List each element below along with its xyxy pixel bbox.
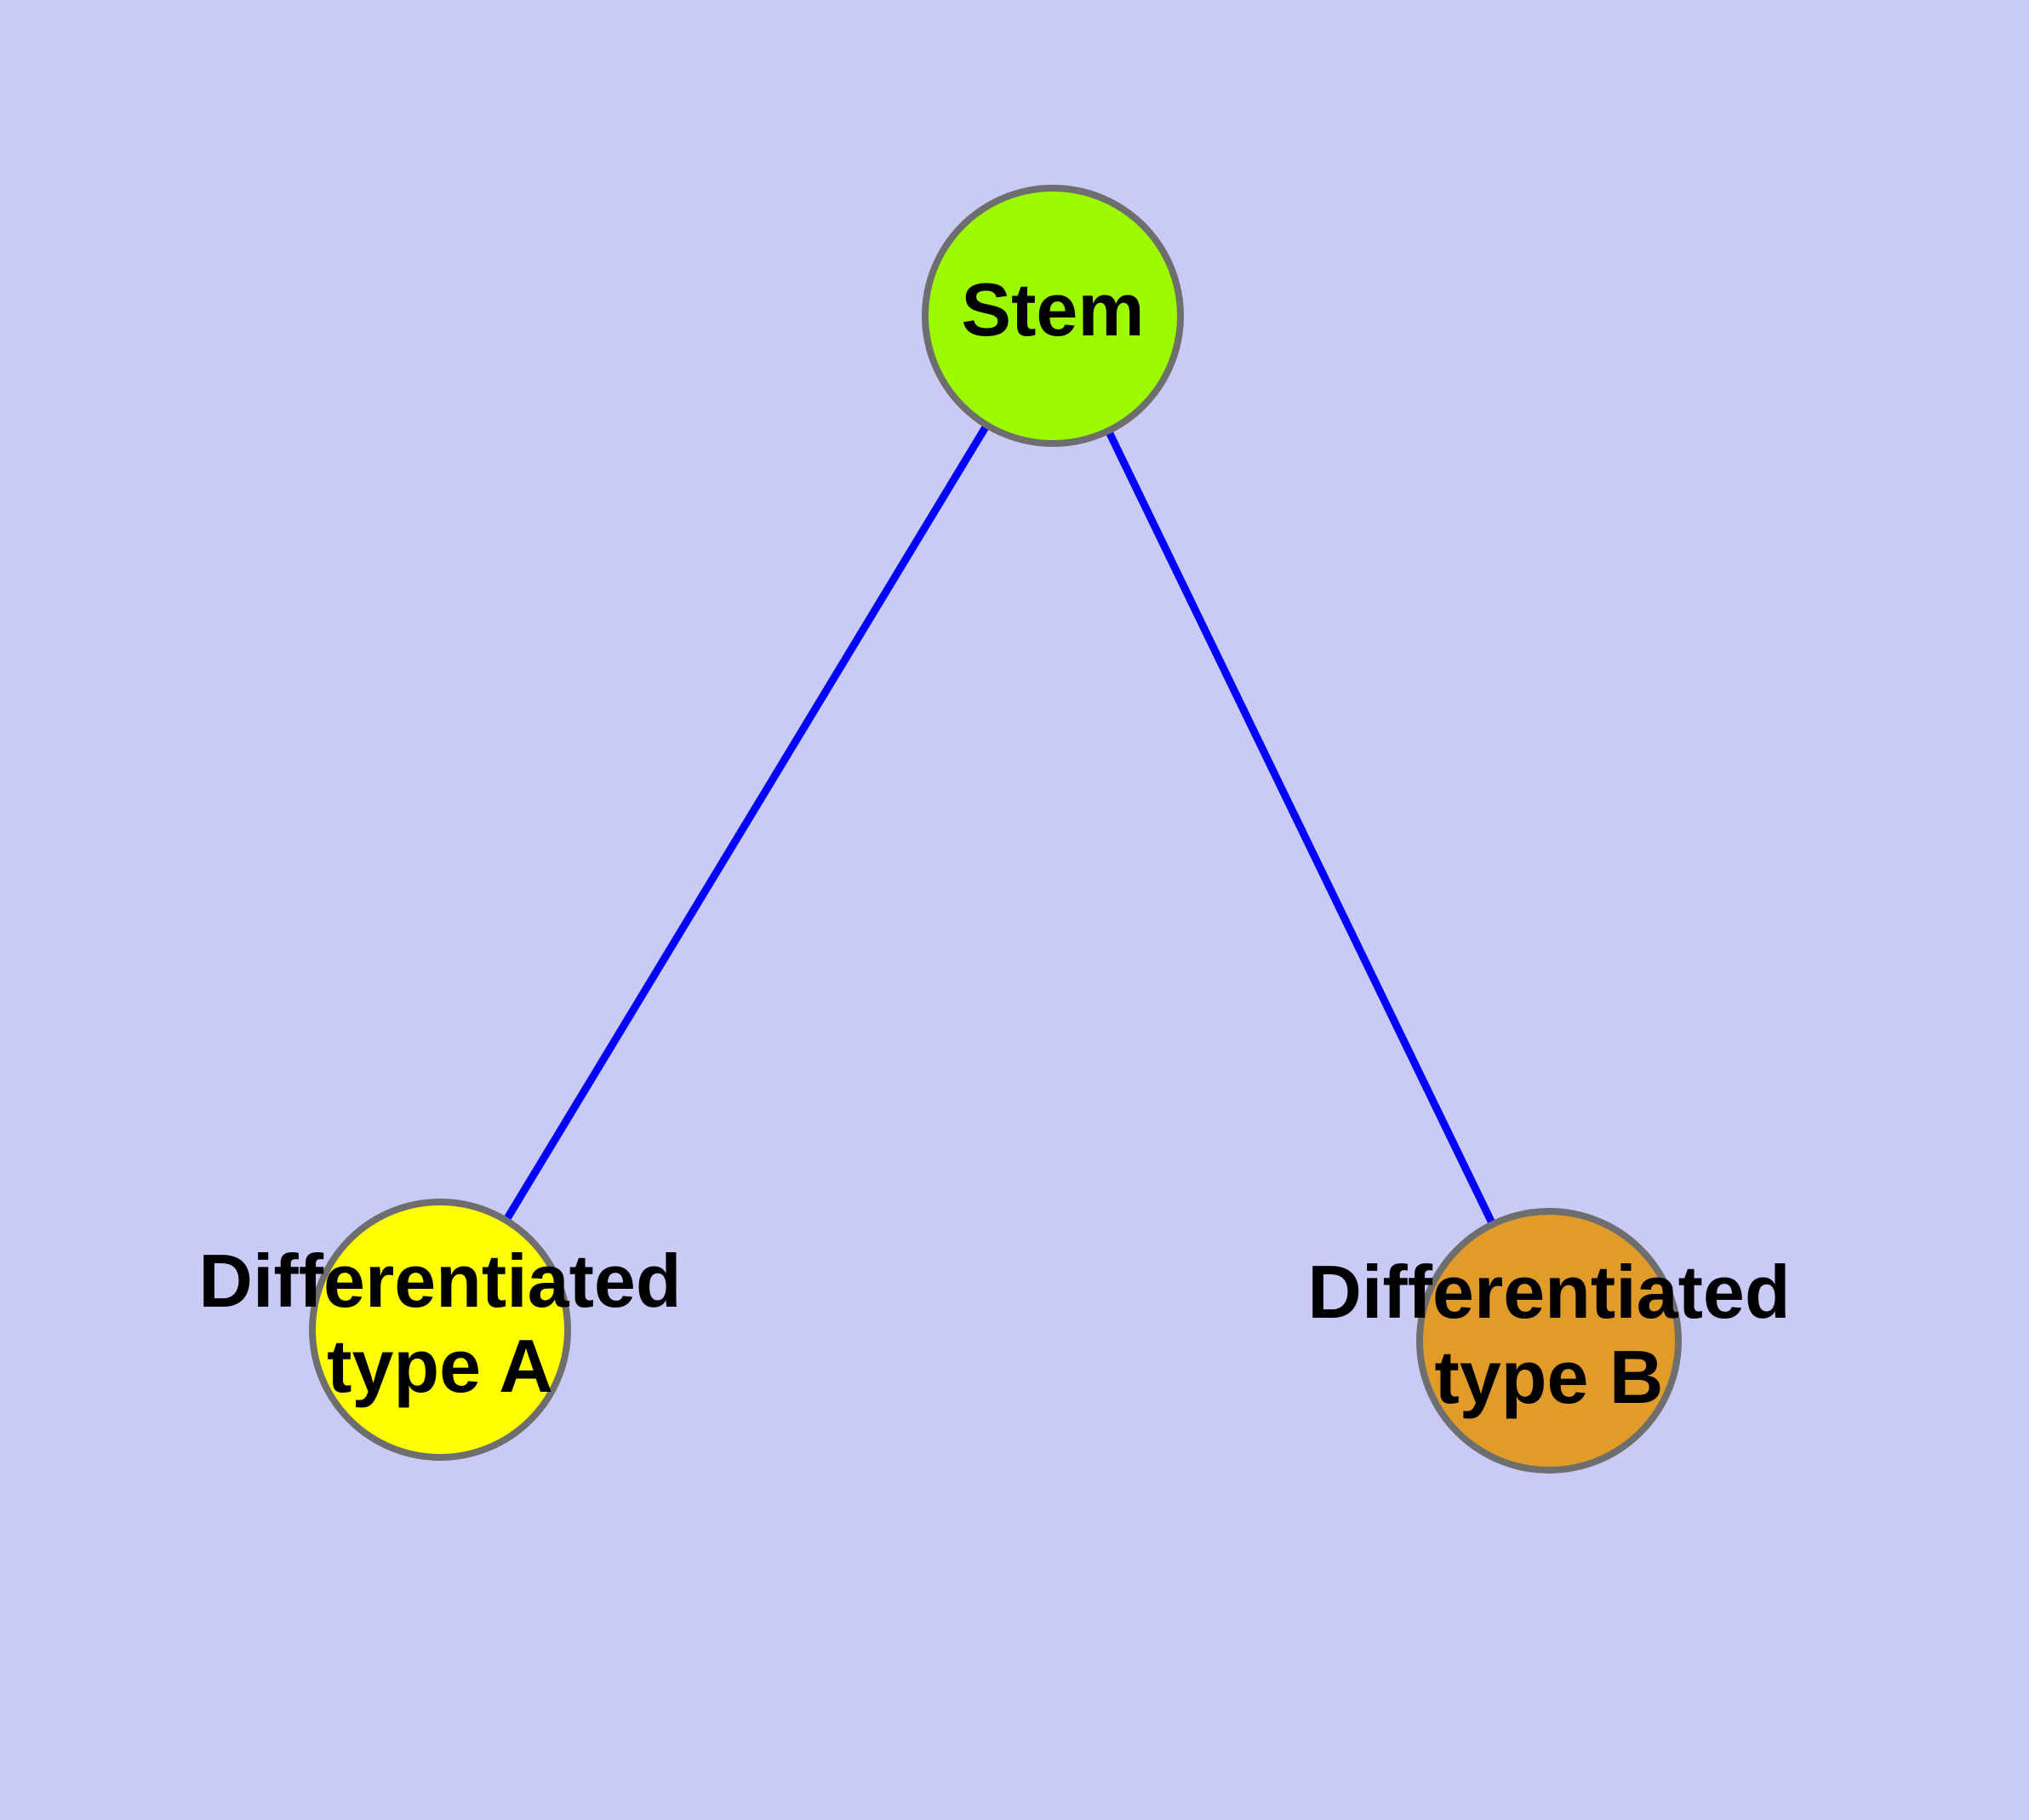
node-label-line: type B	[1435, 1335, 1664, 1419]
edges-layer	[437, 313, 1553, 1342]
edge-stem-diff-b[interactable]	[1049, 314, 1553, 1342]
node-stem[interactable]	[922, 185, 1184, 447]
node-diff_b[interactable]	[1416, 1208, 1682, 1474]
edge-stem-diff-a[interactable]	[437, 313, 1056, 1332]
node-label-line: Stem	[961, 267, 1144, 352]
node-label-line: type A	[327, 1324, 553, 1408]
node-label-line: Differentiated	[198, 1239, 681, 1323]
node-diff_a[interactable]	[309, 1199, 571, 1461]
node-label-line: Differentiated	[1307, 1250, 1790, 1334]
node-label-stem: Stem	[961, 267, 1144, 352]
nodes-layer	[309, 185, 1682, 1474]
